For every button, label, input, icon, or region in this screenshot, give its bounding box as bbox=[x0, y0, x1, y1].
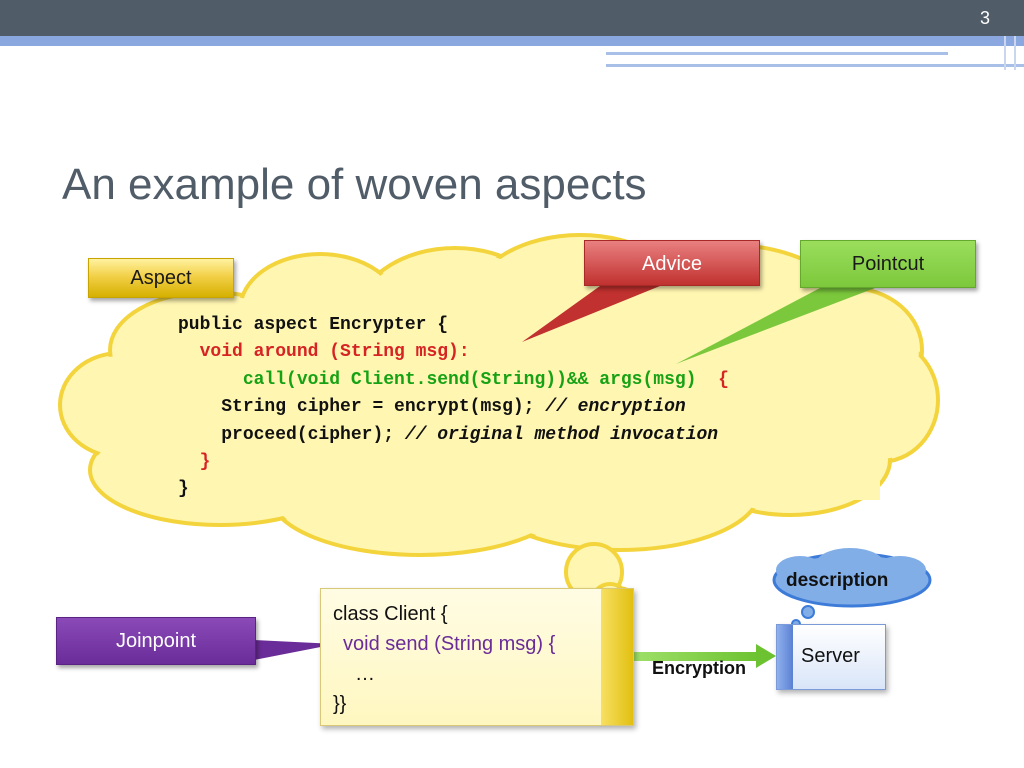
client-code-line: class Client { bbox=[333, 603, 448, 625]
decor-line bbox=[1014, 36, 1016, 70]
aspect-code-block: public aspect Encrypter { void around (S… bbox=[178, 312, 729, 504]
server-label: Server bbox=[801, 645, 860, 667]
decor-line bbox=[606, 52, 948, 55]
code-line: String cipher = encrypt(msg); // encrypt… bbox=[221, 397, 686, 418]
pointcut-pointer bbox=[676, 288, 875, 364]
slide-number: 3 bbox=[979, 8, 990, 28]
aspect-label: Aspect bbox=[88, 258, 234, 298]
server-box: Server bbox=[776, 624, 886, 690]
client-class-box: class Client { void send (String msg) { … bbox=[320, 588, 634, 726]
server-box-bar bbox=[777, 625, 793, 689]
code-line: } bbox=[178, 479, 189, 500]
description-label: description bbox=[786, 570, 889, 591]
slide-title: An example of woven aspects bbox=[62, 160, 647, 209]
joinpoint-code-line: void send (String msg) { bbox=[343, 633, 556, 655]
decor-line bbox=[1004, 36, 1006, 70]
encryption-arrow-head bbox=[756, 644, 776, 668]
code-line: public aspect Encrypter { bbox=[178, 315, 449, 335]
client-code-line: … bbox=[355, 663, 375, 685]
advice-code-line: void around (String msg): bbox=[199, 342, 470, 363]
decor-line bbox=[606, 64, 1024, 67]
pointcut-code-line: call(void Client.send(String))&& args(ms… bbox=[242, 369, 729, 390]
encryption-label: Encryption bbox=[652, 658, 747, 678]
client-code: class Client { void send (String msg) { … bbox=[333, 599, 555, 719]
code-line: proceed(cipher); // original method invo… bbox=[221, 424, 719, 445]
client-box-bar bbox=[601, 589, 633, 725]
top-bar bbox=[0, 0, 1024, 36]
pointcut-label: Pointcut bbox=[800, 240, 976, 288]
encryption-arrow-shaft bbox=[632, 652, 760, 661]
advice-label: Advice bbox=[584, 240, 760, 286]
description-bubble bbox=[801, 605, 815, 619]
joinpoint-pointer bbox=[254, 640, 336, 660]
joinpoint-label: Joinpoint bbox=[56, 617, 256, 665]
code-line: } bbox=[199, 452, 211, 473]
advice-pointer bbox=[522, 286, 660, 342]
top-accent-band bbox=[0, 36, 1024, 46]
client-code-line: }} bbox=[333, 693, 347, 715]
